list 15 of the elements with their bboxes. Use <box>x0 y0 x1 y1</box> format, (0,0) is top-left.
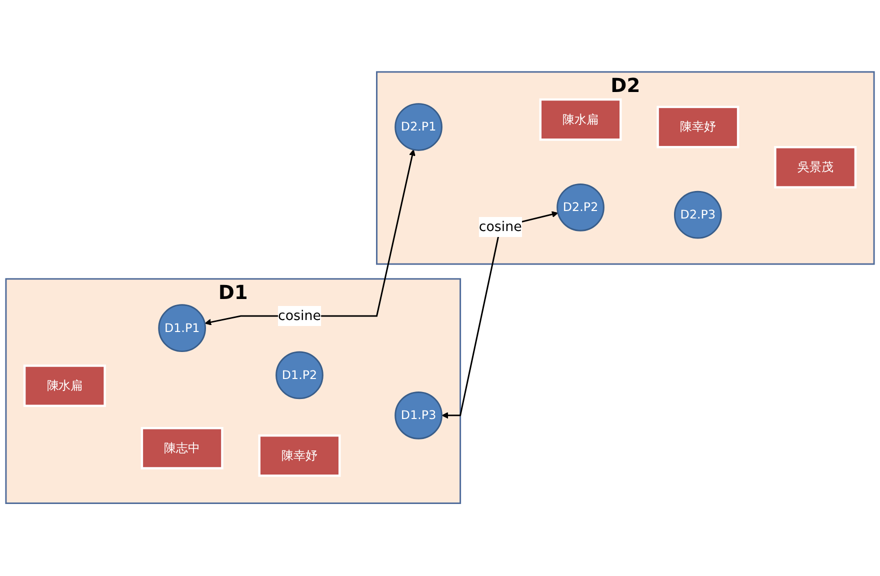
node-box: 陳志中 <box>140 427 224 470</box>
edge-label: cosine <box>278 308 321 324</box>
node-circle: D2.P3 <box>674 191 722 240</box>
node-circle: D1.P2 <box>276 352 324 400</box>
node-box: 陳幸妤 <box>258 434 341 478</box>
edge-label: cosine <box>478 220 522 236</box>
node-box: 吳景茂 <box>774 146 857 189</box>
node-circle: D1.P1 <box>158 304 206 352</box>
node-box: 陳水扁 <box>539 98 622 142</box>
node-box: 陳幸妤 <box>656 106 740 149</box>
node-box: 陳水扁 <box>23 365 106 408</box>
node-circle: D1.P3 <box>394 392 442 440</box>
arrow <box>442 212 558 420</box>
node-circle: D2.P2 <box>556 184 604 232</box>
node-circle: D2.P1 <box>394 103 442 152</box>
